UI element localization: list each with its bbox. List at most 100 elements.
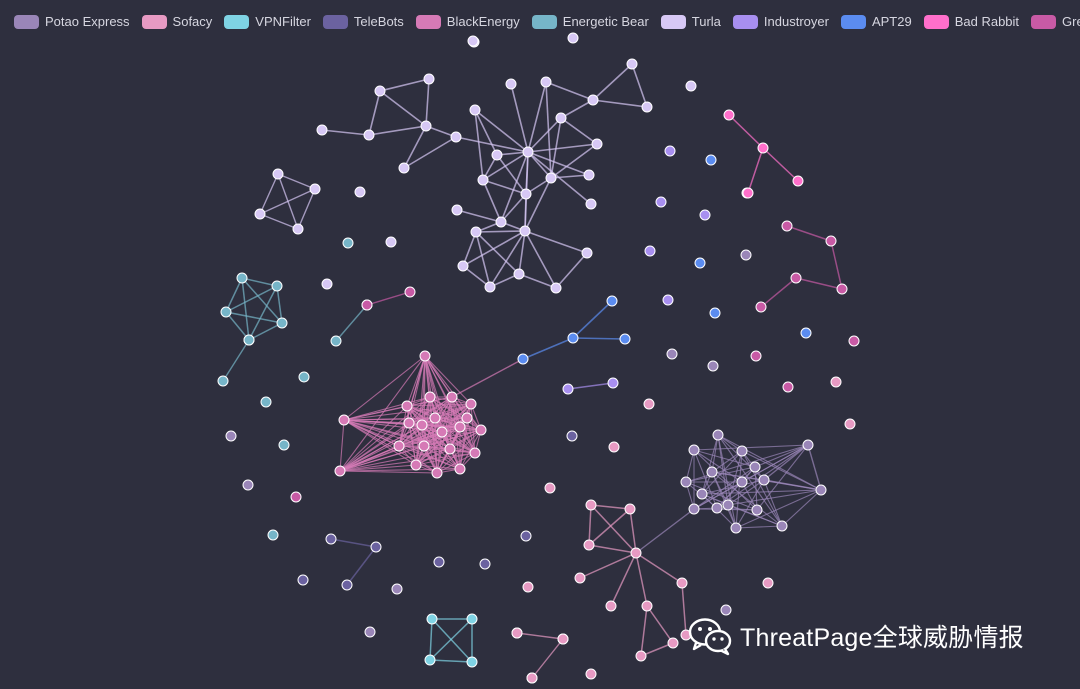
graph-node-telebots[interactable] xyxy=(566,430,578,442)
graph-node-sofacy[interactable] xyxy=(762,577,774,589)
graph-node-energetic-bear[interactable] xyxy=(236,272,248,284)
graph-node-sofacy[interactable] xyxy=(585,668,597,680)
graph-node-industroyer[interactable] xyxy=(699,209,711,221)
graph-node-blackenergy[interactable] xyxy=(424,391,436,403)
graph-node-sofacy[interactable] xyxy=(605,600,617,612)
graph-node-telebots[interactable] xyxy=(520,530,532,542)
graph-node-sofacy[interactable] xyxy=(511,627,523,639)
graph-node-blackenergy[interactable] xyxy=(334,465,346,477)
graph-node-blackenergy[interactable] xyxy=(403,417,415,429)
graph-node-potao-express[interactable] xyxy=(722,499,734,511)
graph-node-potao-express[interactable] xyxy=(815,484,827,496)
legend-item-turla[interactable]: Turla xyxy=(660,14,721,29)
graph-node-potao-express[interactable] xyxy=(225,430,237,442)
graph-node-turla[interactable] xyxy=(467,35,479,47)
graph-node-vpnfilter[interactable] xyxy=(466,656,478,668)
graph-node-sofacy[interactable] xyxy=(830,376,842,388)
graph-node-turla[interactable] xyxy=(545,172,557,184)
graph-node-turla[interactable] xyxy=(457,260,469,272)
graph-node-apt29[interactable] xyxy=(694,257,706,269)
graph-node-blackenergy[interactable] xyxy=(465,398,477,410)
graph-node-turla[interactable] xyxy=(585,198,597,210)
graph-node-turla[interactable] xyxy=(469,104,481,116)
graph-node-sofacy[interactable] xyxy=(635,650,647,662)
graph-node-telebots[interactable] xyxy=(479,558,491,570)
graph-node-telebots[interactable] xyxy=(325,533,337,545)
graph-node-bad-rabbit[interactable] xyxy=(792,175,804,187)
graph-node-potao-express[interactable] xyxy=(364,626,376,638)
graph-node-energetic-bear[interactable] xyxy=(330,335,342,347)
graph-node-greyenergy[interactable] xyxy=(755,301,767,313)
graph-node-energetic-bear[interactable] xyxy=(298,371,310,383)
graph-node-sofacy[interactable] xyxy=(630,547,642,559)
graph-node-sofacy[interactable] xyxy=(641,600,653,612)
legend-item-energetic-bear[interactable]: Energetic Bear xyxy=(531,14,649,29)
graph-node-greyenergy[interactable] xyxy=(781,220,793,232)
graph-node-energetic-bear[interactable] xyxy=(271,280,283,292)
graph-node-energetic-bear[interactable] xyxy=(217,375,229,387)
graph-node-turla[interactable] xyxy=(491,149,503,161)
graph-node-potao-express[interactable] xyxy=(740,249,752,261)
graph-node-turla[interactable] xyxy=(567,32,579,44)
graph-node-blackenergy[interactable] xyxy=(429,412,441,424)
graph-node-turla[interactable] xyxy=(316,124,328,136)
graph-node-greyenergy[interactable] xyxy=(750,350,762,362)
graph-node-apt29[interactable] xyxy=(567,332,579,344)
graph-node-turla[interactable] xyxy=(505,78,517,90)
graph-node-greyenergy[interactable] xyxy=(361,299,373,311)
legend-item-vpnfilter[interactable]: VPNFilter xyxy=(224,14,311,29)
legend-item-sofacy[interactable]: Sofacy xyxy=(141,14,212,29)
legend-item-telebots[interactable]: TeleBots xyxy=(322,14,404,29)
graph-node-turla[interactable] xyxy=(581,247,593,259)
graph-node-energetic-bear[interactable] xyxy=(278,439,290,451)
graph-node-energetic-bear[interactable] xyxy=(243,334,255,346)
graph-node-turla[interactable] xyxy=(470,226,482,238)
graph-node-potao-express[interactable] xyxy=(712,429,724,441)
graph-node-turla[interactable] xyxy=(309,183,321,195)
graph-node-potao-express[interactable] xyxy=(711,502,723,514)
graph-node-blackenergy[interactable] xyxy=(436,426,448,438)
graph-node-turla[interactable] xyxy=(587,94,599,106)
graph-node-sofacy[interactable] xyxy=(676,577,688,589)
graph-node-potao-express[interactable] xyxy=(680,476,692,488)
graph-node-turla[interactable] xyxy=(583,169,595,181)
graph-node-turla[interactable] xyxy=(540,76,552,88)
graph-node-apt29[interactable] xyxy=(705,154,717,166)
graph-node-turla[interactable] xyxy=(477,174,489,186)
graph-node-energetic-bear[interactable] xyxy=(276,317,288,329)
graph-node-greyenergy[interactable] xyxy=(790,272,802,284)
graph-node-potao-express[interactable] xyxy=(706,466,718,478)
graph-node-bad-rabbit[interactable] xyxy=(723,109,735,121)
graph-node-turla[interactable] xyxy=(374,85,386,97)
graph-node-potao-express[interactable] xyxy=(242,479,254,491)
graph-node-sofacy[interactable] xyxy=(544,482,556,494)
graph-node-turla[interactable] xyxy=(495,216,507,228)
graph-node-turla[interactable] xyxy=(685,80,697,92)
graph-node-apt29[interactable] xyxy=(800,327,812,339)
graph-node-vpnfilter[interactable] xyxy=(426,613,438,625)
graph-node-potao-express[interactable] xyxy=(736,445,748,457)
graph-node-sofacy[interactable] xyxy=(583,539,595,551)
legend-item-industroyer[interactable]: Industroyer xyxy=(732,14,829,29)
graph-node-industroyer[interactable] xyxy=(664,145,676,157)
graph-node-potao-express[interactable] xyxy=(688,444,700,456)
graph-node-apt29[interactable] xyxy=(619,333,631,345)
graph-node-blackenergy[interactable] xyxy=(444,443,456,455)
graph-node-sofacy[interactable] xyxy=(522,581,534,593)
graph-node-turla[interactable] xyxy=(450,131,462,143)
graph-node-bad-rabbit[interactable] xyxy=(742,187,754,199)
graph-node-potao-express[interactable] xyxy=(696,488,708,500)
graph-node-turla[interactable] xyxy=(626,58,638,70)
graph-node-industroyer[interactable] xyxy=(644,245,656,257)
graph-node-blackenergy[interactable] xyxy=(410,459,422,471)
graph-node-apt29[interactable] xyxy=(606,295,618,307)
graph-node-potao-express[interactable] xyxy=(758,474,770,486)
graph-node-turla[interactable] xyxy=(519,225,531,237)
graph-node-turla[interactable] xyxy=(398,162,410,174)
graph-node-vpnfilter[interactable] xyxy=(424,654,436,666)
graph-node-turla[interactable] xyxy=(385,236,397,248)
graph-node-sofacy[interactable] xyxy=(574,572,586,584)
graph-node-turla[interactable] xyxy=(354,186,366,198)
graph-node-turla[interactable] xyxy=(254,208,266,220)
